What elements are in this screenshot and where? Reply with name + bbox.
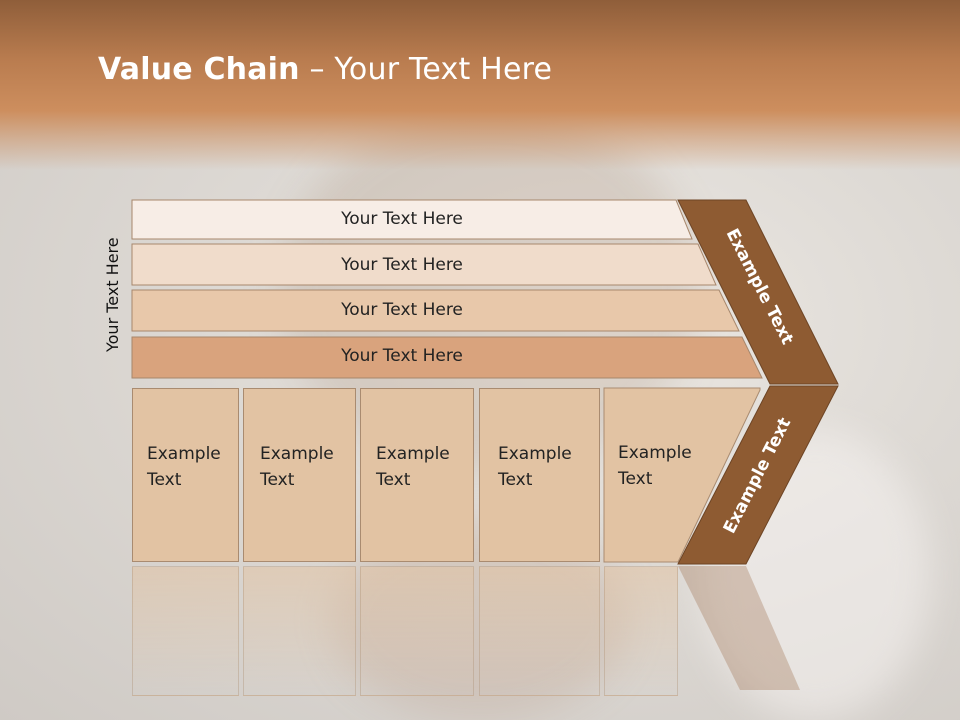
chevron-lower-shape[interactable]: [677, 385, 839, 565]
row-2-label: Your Text Here: [341, 255, 463, 275]
column-5-line1: Example: [618, 443, 692, 463]
row-1-label: Your Text Here: [341, 209, 463, 229]
column-1-line2: Text: [147, 470, 182, 490]
column-5-text: Example Text: [604, 388, 694, 562]
column-1[interactable]: Example Text: [132, 388, 239, 562]
row-2-shape[interactable]: [131, 243, 717, 286]
column-2-line2: Text: [260, 470, 295, 490]
chevron-reflection: [678, 566, 800, 690]
column-5-shape[interactable]: [603, 387, 761, 563]
column-5-reflection: [604, 566, 678, 696]
column-1-reflection: [132, 566, 239, 696]
column-3[interactable]: Example Text: [360, 388, 474, 562]
row-1-shape[interactable]: [131, 199, 693, 240]
column-3-reflection: [360, 566, 474, 696]
row-3-shape[interactable]: [131, 289, 740, 332]
column-4-line2: Text: [498, 470, 533, 490]
title-bold: Value Chain: [98, 52, 300, 87]
row-2-label-box: Your Text Here: [132, 246, 692, 284]
row-4-label-box: Your Text Here: [132, 337, 692, 375]
title-rest: – Your Text Here: [299, 52, 553, 87]
column-3-line1: Example: [376, 444, 450, 464]
column-1-line1: Example: [147, 444, 221, 464]
row-1-label-box: Your Text Here: [132, 200, 692, 238]
column-4-reflection: [479, 566, 600, 696]
column-4[interactable]: Example Text: [479, 388, 600, 562]
row-4-shape[interactable]: [131, 336, 763, 379]
column-2-reflection: [243, 566, 356, 696]
header-band: [0, 0, 960, 170]
column-3-line2: Text: [376, 470, 411, 490]
slide-title[interactable]: Value Chain – Your Text Here: [98, 52, 552, 87]
column-4-line1: Example: [498, 444, 572, 464]
chevron-upper-shape[interactable]: [677, 199, 839, 385]
column-2-line1: Example: [260, 444, 334, 464]
column-5-line2: Text: [618, 469, 653, 489]
row-4-label: Your Text Here: [341, 346, 463, 366]
row-3-label: Your Text Here: [341, 300, 463, 320]
row-3-label-box: Your Text Here: [132, 291, 692, 329]
column-2[interactable]: Example Text: [243, 388, 356, 562]
